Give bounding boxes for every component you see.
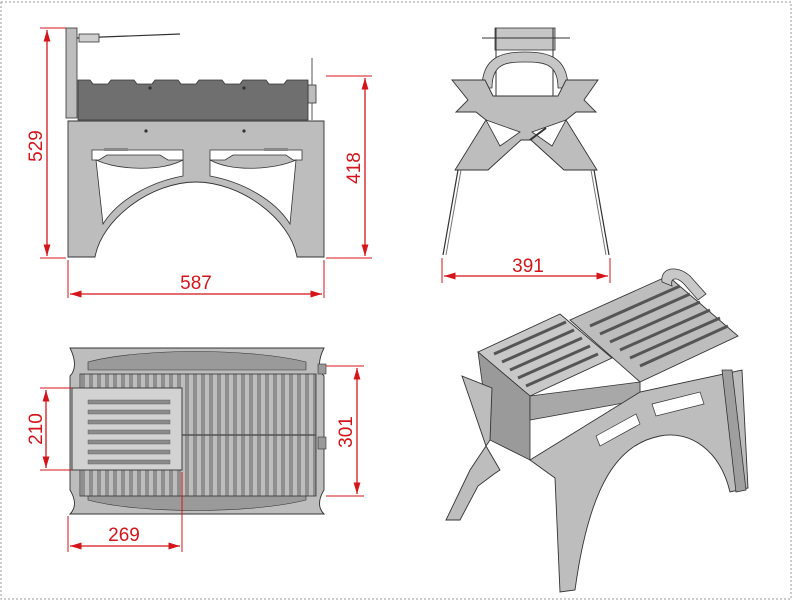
side-view [442, 27, 610, 256]
top-dimensions: 210 301 269 [26, 365, 364, 552]
isometric-view [445, 268, 749, 593]
dim-grill-depth: 210 [26, 413, 47, 445]
front-view [65, 27, 325, 258]
dim-height-stand: 418 [344, 152, 365, 184]
top-view [68, 347, 327, 515]
dim-body-depth: 301 [336, 416, 357, 448]
side-dimensions: 391 [441, 256, 611, 283]
front-dimensions: 529 418 587 [26, 27, 372, 298]
dim-width-front: 587 [180, 273, 212, 294]
dim-grill-width: 269 [108, 525, 140, 546]
dim-width-side: 391 [512, 256, 544, 277]
dim-height-total: 529 [26, 130, 47, 162]
